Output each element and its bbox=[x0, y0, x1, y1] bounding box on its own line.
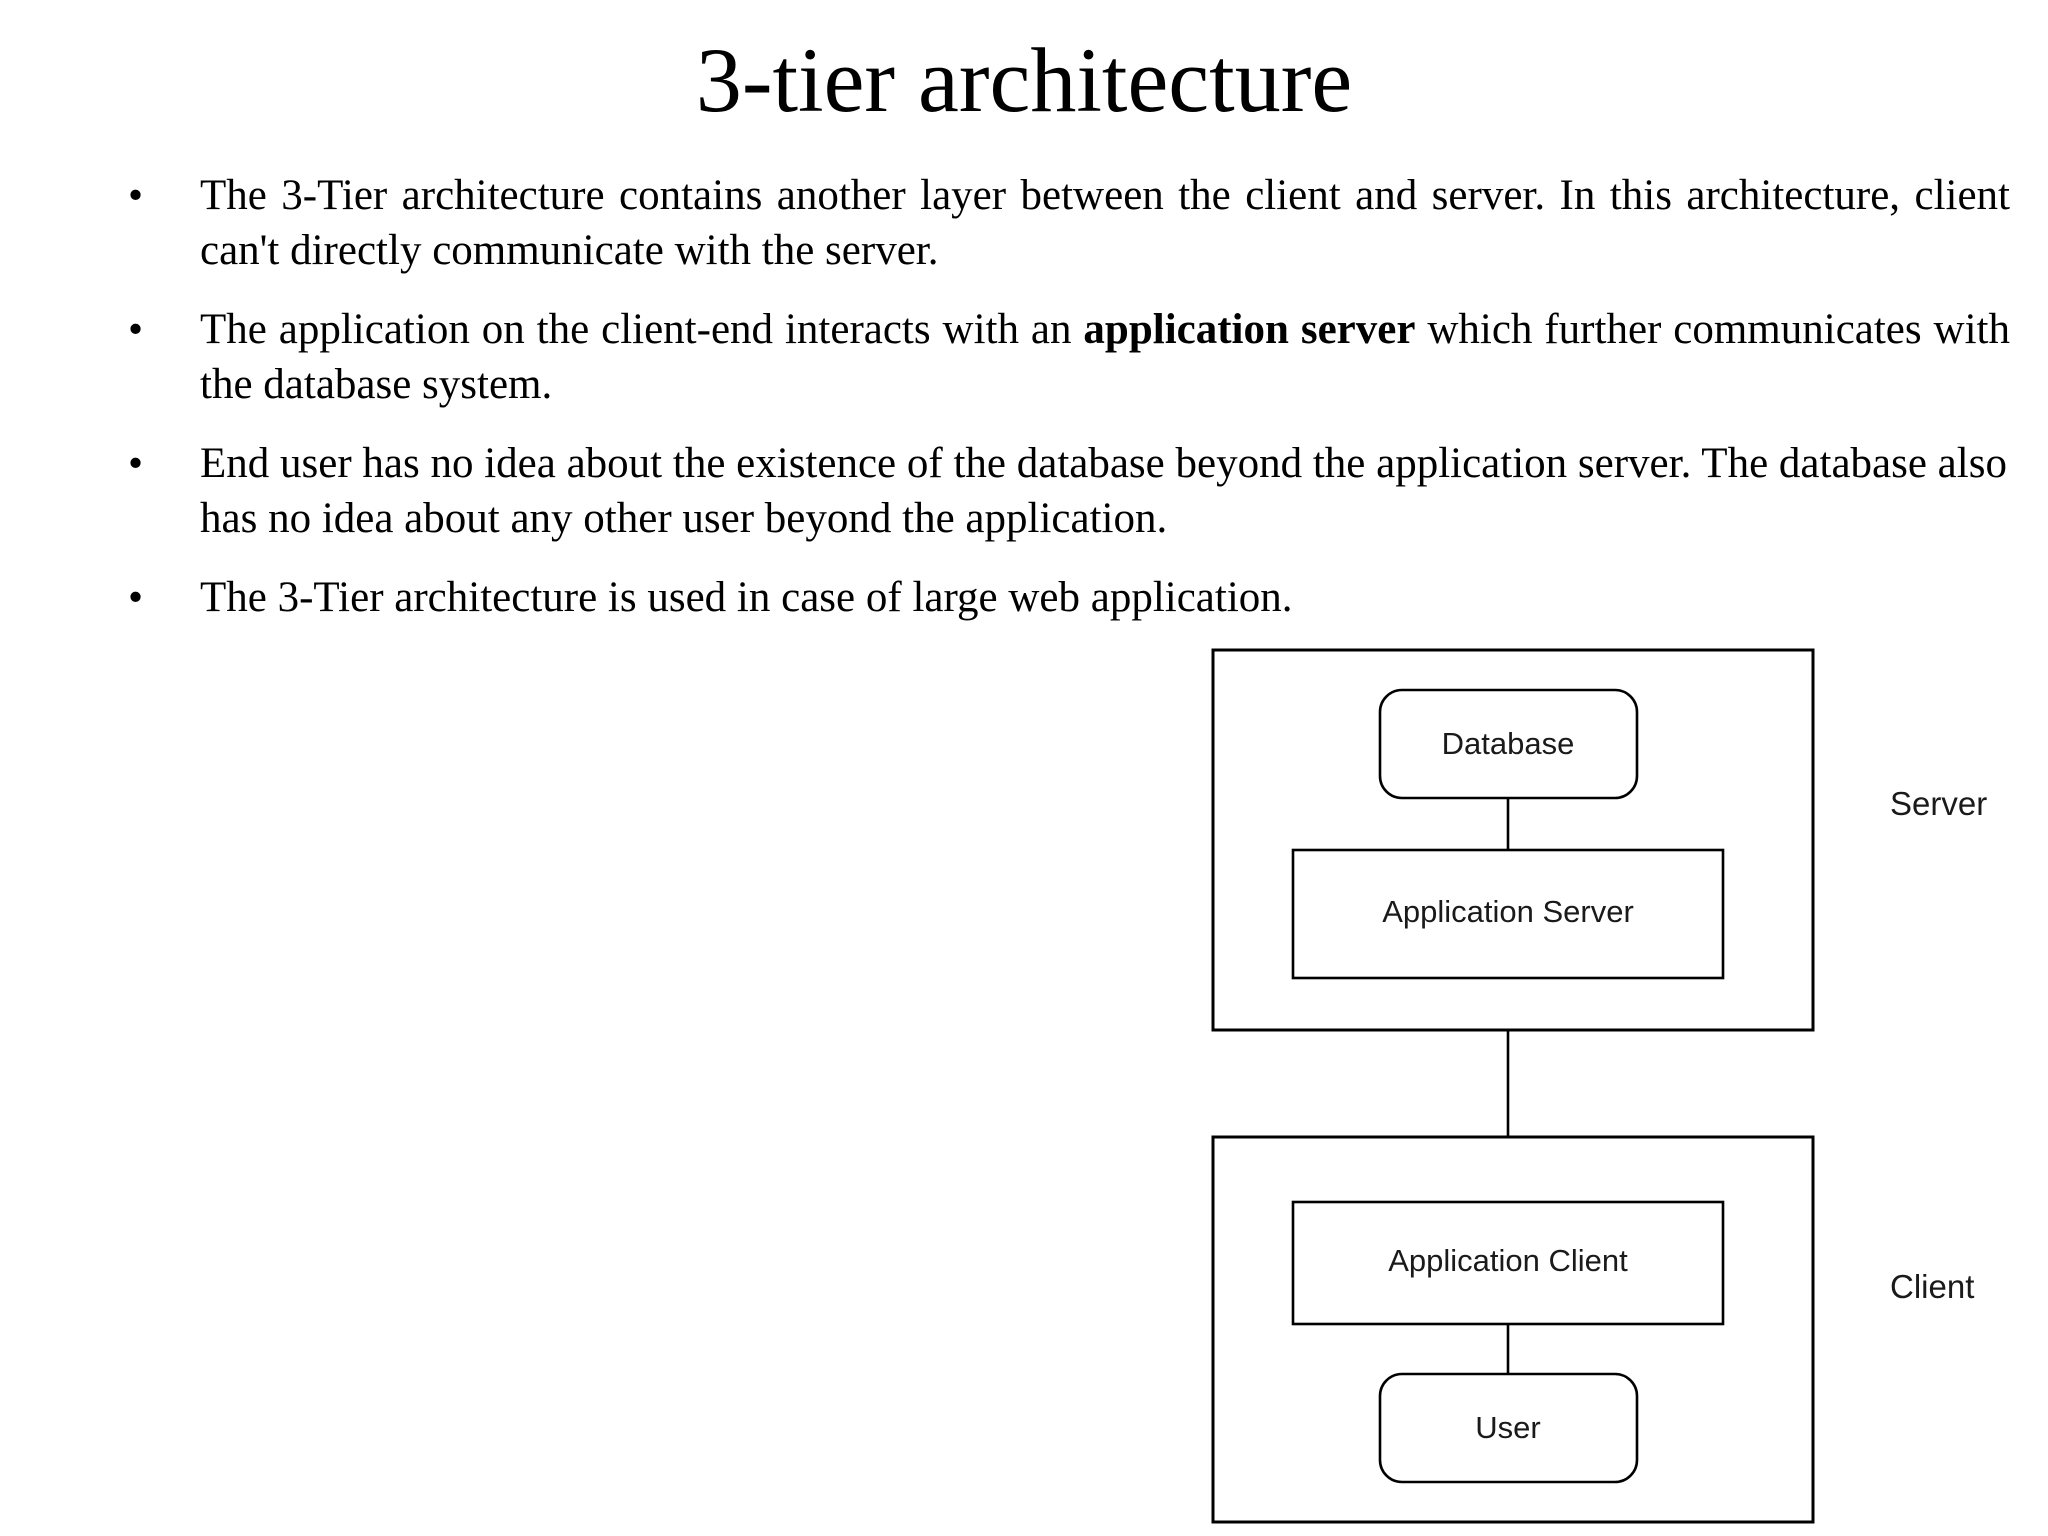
bullet-list: • The 3-Tier architecture contains anoth… bbox=[110, 168, 2010, 625]
three-tier-diagram: Database Application Server Server Appli… bbox=[1180, 630, 2048, 1536]
user-node-label: User bbox=[1475, 1410, 1540, 1445]
bullet-text-3: End user has no idea about the existence… bbox=[200, 440, 2007, 543]
bullet-text-4: The 3-Tier architecture is used in case … bbox=[200, 574, 1293, 622]
bullet-item-3: • End user has no idea about the existen… bbox=[110, 436, 2010, 546]
page-title: 3-tier architecture bbox=[695, 29, 1353, 131]
bullet-text-1: The 3-Tier architecture contains another… bbox=[200, 172, 2010, 275]
bullet-text-2: The application on the client-end intera… bbox=[200, 306, 2010, 409]
client-tier-label: Client bbox=[1890, 1268, 1974, 1305]
server-tier-label: Server bbox=[1890, 785, 1987, 822]
user-node bbox=[1378, 1372, 1639, 1484]
bullet-marker: • bbox=[128, 306, 144, 354]
bullet-item-1: • The 3-Tier architecture contains anoth… bbox=[110, 168, 2010, 278]
bullet-item-4: • The 3-Tier architecture is used in cas… bbox=[110, 570, 2010, 625]
bullet-marker: • bbox=[128, 440, 144, 488]
application-client-node bbox=[1291, 1200, 1725, 1326]
application-server-node-label: Application Server bbox=[1382, 894, 1634, 929]
database-node-label: Database bbox=[1442, 726, 1575, 761]
bullet-marker: • bbox=[128, 574, 144, 622]
bullet-marker: • bbox=[128, 172, 144, 219]
bullet-item-2: • The application on the client-end inte… bbox=[110, 302, 2010, 412]
application-client-node-label: Application Client bbox=[1388, 1243, 1628, 1278]
application-server-node bbox=[1291, 848, 1725, 980]
